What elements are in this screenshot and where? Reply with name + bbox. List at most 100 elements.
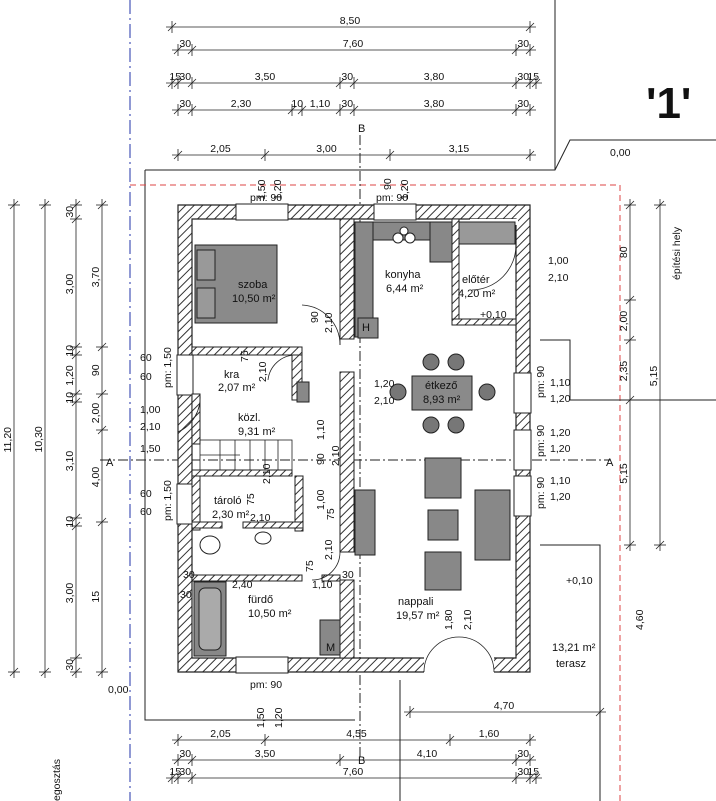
top-dim-row5-label: 2,05 xyxy=(210,143,231,155)
top-dim-row3-label: 15 xyxy=(527,71,539,83)
bottom-dim-row2-label: 30 xyxy=(179,748,191,760)
top-dim-row3-tick xyxy=(525,78,535,88)
left-dim-inner-label: 1,20 xyxy=(64,365,76,386)
room-area-szoba: 10,50 m² xyxy=(232,293,276,305)
top-dim-row1-tick xyxy=(167,22,177,32)
bottom-dim-terrace-tick xyxy=(405,707,415,717)
left-window-label: pm: 1,50 xyxy=(162,347,174,388)
armchair-bottom xyxy=(424,551,462,591)
right-window-label: 1,20 xyxy=(550,443,571,455)
top-dim-row1-label: 8,50 xyxy=(340,15,361,27)
left-dim-inner-label: 3,00 xyxy=(64,274,76,295)
top-dim-row4-label: 30 xyxy=(341,98,353,110)
right-window-label: 1,10 xyxy=(550,377,571,389)
left-dim-inner2-label: 3,70 xyxy=(90,267,102,288)
top-opening-label: pm: 90 xyxy=(250,192,282,204)
right-dim-outer2-label: 2,35 xyxy=(618,361,630,382)
washer xyxy=(319,619,341,656)
dining-table xyxy=(411,375,473,411)
right-window-label: pm: 90 xyxy=(535,366,547,398)
top-dim-row2-tick xyxy=(187,45,197,55)
left-dim-inner-tick xyxy=(71,513,81,523)
bottom-dim-row3-tick xyxy=(187,773,197,783)
top-dim-row4-tick xyxy=(511,105,521,115)
top-opening-label: 1,20 xyxy=(272,179,284,200)
top-dim-row4-label: 30 xyxy=(179,98,191,110)
top-dim-row4-tick xyxy=(349,105,359,115)
left-dim-inner-tick xyxy=(71,200,81,210)
left-dim-outer-tick xyxy=(9,200,19,210)
interior-dim-label: 1,10 xyxy=(312,579,333,591)
right-window-label: pm: 90 xyxy=(535,425,547,457)
left-window-label: 60 xyxy=(140,488,152,500)
fridge-label: H xyxy=(362,322,370,334)
interior-dim-label: 90 xyxy=(315,453,327,465)
left-dim-inner2-tick xyxy=(97,517,107,527)
interior-dim-label: 75 xyxy=(239,350,251,362)
bottom-dim-row1-tick xyxy=(173,735,183,745)
left-dim-inner-tick xyxy=(71,350,81,360)
interior-dim-label: 2,10 xyxy=(330,445,342,466)
left-dim-outer-label: 11,20 xyxy=(2,427,14,453)
site-label: építési hely xyxy=(671,226,683,280)
bottom-dim-row1-label: 1,60 xyxy=(479,728,500,740)
interior-dim-label: 75 xyxy=(325,508,337,520)
left-dim-inner-label: 10 xyxy=(64,345,76,357)
exterior-walls xyxy=(176,203,532,674)
top-dim-row3-label: 30 xyxy=(341,71,353,83)
edge-text: egosztás xyxy=(51,759,63,801)
right-dim-outer2-tick xyxy=(625,200,635,210)
left-dim-inner-tick xyxy=(71,667,81,677)
room-area-etkezo: 8,93 m² xyxy=(423,394,461,406)
bottom-dim-row3-tick xyxy=(511,773,521,783)
section-a-right: A xyxy=(606,457,614,469)
top-dim-row2-tick xyxy=(173,45,183,55)
bottom-dim-row1-tick xyxy=(525,735,535,745)
left-door-label: 1,00 xyxy=(140,404,161,416)
bottom-opening-label: 1,20 xyxy=(273,707,285,728)
bottom-dim-row2-label: 3,50 xyxy=(255,748,276,760)
top-dim-row5-tick xyxy=(525,150,535,160)
left-dim-inner2-label: 2,00 xyxy=(90,403,102,424)
left-dim-inner2-tick xyxy=(97,200,107,210)
right-dim-outer2-tick xyxy=(625,395,635,405)
bottom-dim-row3-tick xyxy=(167,773,177,783)
top-dim-row4-label: 1,10 xyxy=(310,98,331,110)
right-window-label: 1,10 xyxy=(550,475,571,487)
top-dim-row2-tick xyxy=(525,45,535,55)
top-opening-label: 1,50 xyxy=(256,179,268,200)
room-name-furdo: fürdő xyxy=(248,594,273,606)
room-name-tarolo: tároló xyxy=(214,495,242,507)
room-area-nappali: 19,57 m² xyxy=(396,610,440,622)
left-dim-inner-tick xyxy=(71,389,81,399)
top-dim-row3-label: 3,50 xyxy=(255,71,276,83)
armchair-top xyxy=(424,457,462,499)
room-area-eloter: 4,20 m² xyxy=(458,288,496,300)
top-level-label: 0,00 xyxy=(610,147,631,159)
room-name-kozl: közl. xyxy=(238,412,261,424)
top-dim-row3-tick xyxy=(187,78,197,88)
bottom-dim-row2-label: 4,10 xyxy=(417,748,438,760)
top-dim-row5-label: 3,15 xyxy=(449,143,470,155)
bottom-dim-row2-tick xyxy=(187,755,197,765)
left-dim-inner2-label: 4,00 xyxy=(90,467,102,488)
left-dim-inner2-tick xyxy=(97,342,107,352)
top-opening-label: 90 xyxy=(382,178,394,190)
top-dim-row4-label: 10 xyxy=(291,98,303,110)
wardrobe xyxy=(458,221,516,245)
interior-dim-label: 1,20 xyxy=(374,378,395,390)
top-dim-row3-tick xyxy=(173,78,183,88)
interior-dim-label: 2,10 xyxy=(323,312,335,333)
interior-dim-label: 1,80 xyxy=(443,609,455,630)
sheet-number: '1' xyxy=(646,79,691,128)
top-dim-row2-label: 30 xyxy=(517,38,529,50)
right-dim-outer2-label: 5,15 xyxy=(618,463,630,484)
left-door-label: 2,10 xyxy=(140,421,161,433)
room-area-terasz: 13,21 m² xyxy=(552,642,596,654)
left-dim-inner-tick xyxy=(71,653,81,663)
left-dim-inner-label: 10 xyxy=(64,392,76,404)
top-dim-row3-tick xyxy=(531,78,541,88)
top-dim-row4-tick xyxy=(297,105,307,115)
